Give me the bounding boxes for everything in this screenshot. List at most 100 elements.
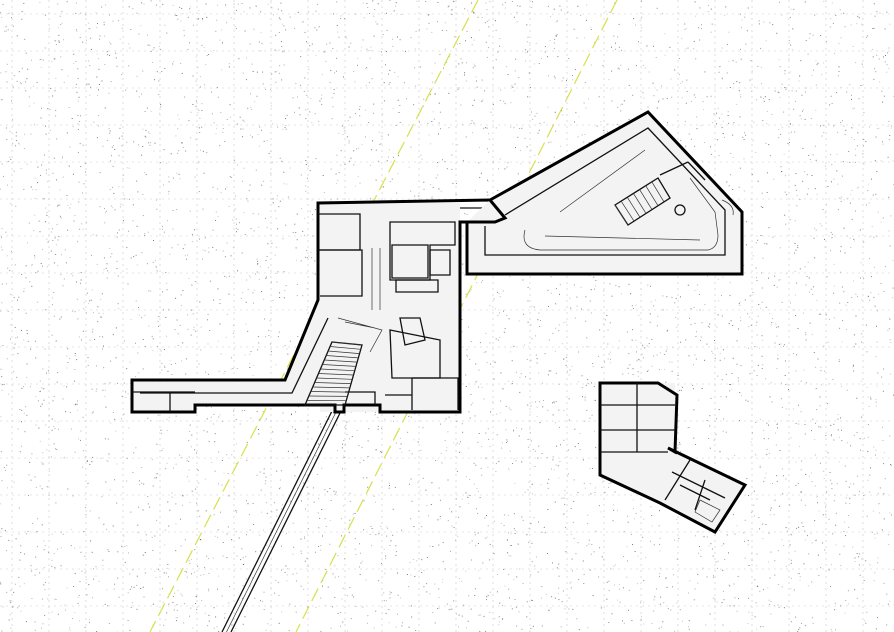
texture-dot: [765, 306, 767, 308]
texture-dot: [435, 177, 437, 179]
texture-dot: [890, 464, 892, 466]
texture-dot: [168, 370, 170, 372]
texture-dot: [805, 382, 807, 384]
texture-dot: [844, 252, 846, 254]
texture-dot: [273, 502, 275, 504]
texture-dot: [415, 30, 417, 32]
texture-dot: [437, 162, 439, 164]
texture-dot: [565, 551, 567, 553]
texture-dot: [303, 235, 305, 237]
texture-dot: [780, 133, 782, 135]
texture-dot: [681, 97, 683, 99]
texture-dot: [666, 330, 668, 332]
texture-dot: [486, 362, 488, 364]
texture-dot: [572, 608, 574, 610]
texture-dot: [207, 373, 209, 375]
texture-dot: [578, 579, 580, 581]
texture-dot: [817, 502, 818, 504]
texture-dot: [5, 127, 7, 129]
texture-dot: [609, 322, 611, 324]
texture-dot: [831, 233, 833, 235]
texture-dot: [103, 269, 105, 271]
texture-dot: [312, 487, 314, 489]
texture-dot: [889, 135, 891, 136]
texture-dot: [503, 514, 505, 516]
texture-dot: [510, 102, 512, 104]
texture-dot: [535, 335, 536, 337]
texture-dot: [131, 586, 132, 588]
texture-dot: [820, 125, 821, 127]
texture-dot: [726, 534, 728, 536]
texture-dot: [870, 396, 871, 398]
texture-dot: [0, 246, 2, 248]
texture-dot: [718, 155, 720, 157]
texture-dot: [195, 603, 197, 604]
texture-dot: [694, 289, 696, 291]
texture-dot: [25, 265, 27, 267]
texture-dot: [706, 420, 708, 421]
texture-dot: [744, 299, 746, 301]
texture-dot: [780, 398, 782, 400]
texture-dot: [456, 470, 458, 472]
texture-dot: [79, 546, 81, 548]
texture-dot: [832, 378, 834, 380]
texture-dot: [263, 140, 265, 142]
texture-dot: [377, 425, 379, 427]
texture-dot: [366, 67, 368, 69]
texture-dot: [195, 281, 197, 282]
texture-dot: [822, 209, 824, 211]
texture-dot: [892, 287, 894, 289]
texture-dot: [85, 514, 87, 516]
texture-dot: [582, 560, 584, 562]
texture-dot: [755, 324, 757, 326]
texture-dot: [72, 275, 74, 277]
texture-dot: [719, 117, 720, 119]
texture-dot: [245, 323, 247, 325]
texture-dot: [499, 38, 501, 40]
texture-dot: [397, 613, 398, 615]
texture-dot: [56, 179, 57, 181]
texture-dot: [370, 526, 372, 527]
texture-dot: [276, 70, 278, 72]
texture-dot: [724, 136, 725, 138]
texture-dot: [508, 574, 510, 576]
texture-dot: [86, 594, 88, 596]
texture-dot: [840, 37, 842, 39]
texture-dot: [784, 87, 785, 89]
texture-dot: [79, 581, 81, 583]
texture-dot: [49, 129, 51, 131]
texture-dot: [125, 89, 127, 91]
texture-dot: [844, 612, 846, 614]
texture-dot: [133, 586, 135, 588]
texture-dot: [294, 223, 296, 225]
texture-dot: [709, 425, 711, 427]
texture-dot: [771, 322, 773, 323]
texture-dot: [433, 118, 435, 120]
texture-dot: [752, 255, 754, 257]
texture-dot: [532, 118, 534, 120]
texture-dot: [831, 2, 833, 4]
texture-dot: [336, 70, 337, 72]
texture-dot: [367, 456, 369, 457]
texture-dot: [324, 489, 326, 491]
texture-dot: [594, 288, 595, 290]
texture-dot: [836, 92, 838, 94]
texture-dot: [721, 295, 722, 297]
texture-dot: [592, 595, 594, 596]
texture-dot: [270, 88, 272, 90]
texture-dot: [808, 475, 810, 477]
texture-dot: [465, 476, 467, 478]
texture-dot: [277, 271, 279, 273]
texture-dot: [334, 596, 336, 598]
texture-dot: [96, 388, 98, 390]
texture-dot: [797, 245, 799, 247]
texture-dot: [524, 137, 526, 139]
texture-dot: [45, 125, 46, 127]
texture-dot: [722, 624, 724, 626]
texture-dot: [98, 115, 100, 116]
texture-dot: [183, 35, 185, 37]
texture-dot: [618, 340, 620, 342]
texture-dot: [875, 71, 877, 73]
texture-dot: [804, 504, 806, 506]
texture-dot: [763, 429, 765, 431]
